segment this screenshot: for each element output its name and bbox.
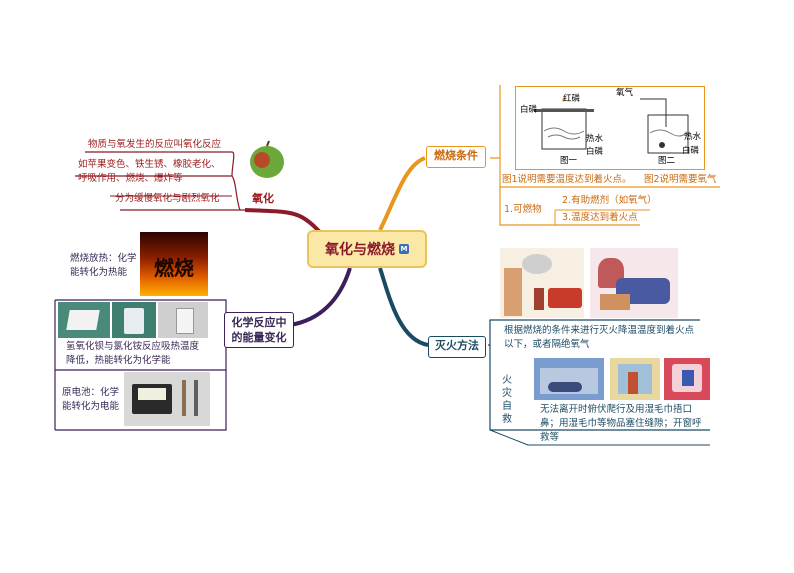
extinguish-principle-1: 根据燃烧的条件来进行灭火降温温度到着火点 — [504, 325, 695, 336]
label-hot-water-1: 热水 — [586, 134, 604, 144]
oxidation-item-examples-1: 如苹果变色、铁生锈、橡胶老化、 — [78, 159, 221, 170]
extinguish-principle-2: 以下，或者隔绝氧气 — [504, 339, 590, 350]
self-rescue-char-2: 灾 — [502, 388, 512, 399]
energy-title-line2: 的能量变化 — [231, 331, 287, 344]
combustion-caption-2: 图2说明需要氧气 — [644, 174, 717, 185]
battery-text-1: 原电池：化学 — [62, 387, 120, 398]
fire-image: 燃烧 — [140, 232, 208, 296]
reaction-text-1: 氢氧化钡与氯化铵反应吸热温度 — [66, 341, 200, 352]
label-fig2: 图二 — [658, 156, 676, 166]
energy-title-line1: 化学反应中 — [231, 316, 287, 329]
oxidation-item-definition: 物质与氧发生的反应叫氧化反应 — [88, 139, 222, 150]
burn-text-1: 燃烧放热：化学 — [70, 253, 137, 264]
experiment-photo-1 — [58, 302, 110, 338]
fire-image-label: 燃烧 — [154, 256, 194, 280]
experiment-photo-3 — [158, 302, 208, 338]
self-rescue-image-3 — [664, 358, 710, 400]
branch-energy-title[interactable]: 化学反应中 的能量变化 — [224, 312, 294, 348]
label-white-p-1: 白磷 — [586, 147, 604, 157]
self-rescue-char-3: 自 — [502, 401, 512, 412]
map-badge-icon: M — [399, 244, 409, 254]
oxidation-item-examples-2: 呼吸作用、燃烧、爆炸等 — [78, 173, 183, 184]
label-hot-water-2: 热水 — [684, 132, 702, 142]
apple-icon — [250, 140, 284, 178]
self-rescue-image-1 — [534, 358, 604, 400]
self-rescue-char-4: 救 — [502, 414, 512, 425]
combustion-condition-1: 1.可燃物 — [504, 204, 542, 215]
firefighter-image — [500, 248, 584, 318]
combustion-condition-2: 2.有助燃剂（如氧气） — [562, 195, 657, 206]
label-oxygen: 氧气 — [616, 88, 634, 98]
branch-oxidation-title[interactable]: 氧化 — [252, 192, 274, 205]
label-red-p: 红磷 — [563, 94, 581, 104]
combustion-apparatus-diagram — [534, 98, 689, 154]
branch-combustion-title[interactable]: 燃烧条件 — [426, 146, 486, 168]
self-rescue-image-2 — [610, 358, 660, 400]
self-rescue-label: 火 灾 自 救 — [500, 374, 514, 426]
central-topic[interactable]: 氧化与燃烧 M — [307, 230, 427, 268]
self-rescue-char-1: 火 — [502, 375, 512, 386]
combustion-figure — [515, 86, 705, 170]
central-title: 氧化与燃烧 — [325, 242, 395, 258]
experiment-photo-2 — [112, 302, 156, 338]
blanket-image — [590, 248, 678, 318]
self-rescue-text-2: 鼻；用湿毛巾等物品塞住缝隙；开窗呼 — [540, 418, 702, 429]
oxidation-item-types: 分为缓慢氧化与剧烈氧化 — [115, 193, 220, 204]
self-rescue-text-3: 救等 — [540, 432, 560, 443]
combustion-condition-3: 3.温度达到着火点 — [562, 212, 638, 223]
battery-photo — [124, 372, 210, 426]
branch-extinguish-title[interactable]: 灭火方法 — [428, 336, 486, 358]
burn-text-2: 能转化为热能 — [70, 267, 128, 278]
combustion-caption-1: 图1说明需要温度达到着火点。 — [502, 174, 632, 185]
battery-text-2: 能转化为电能 — [62, 401, 120, 412]
label-white-p-2: 白磷 — [682, 146, 700, 156]
self-rescue-text-1: 无法离开时俯伏爬行及用湿毛巾捂口 — [540, 404, 693, 415]
label-fig1: 图一 — [560, 156, 578, 166]
label-white-p-left: 白磷 — [520, 105, 538, 115]
reaction-text-2: 降低，热能转化为化学能 — [66, 355, 171, 366]
